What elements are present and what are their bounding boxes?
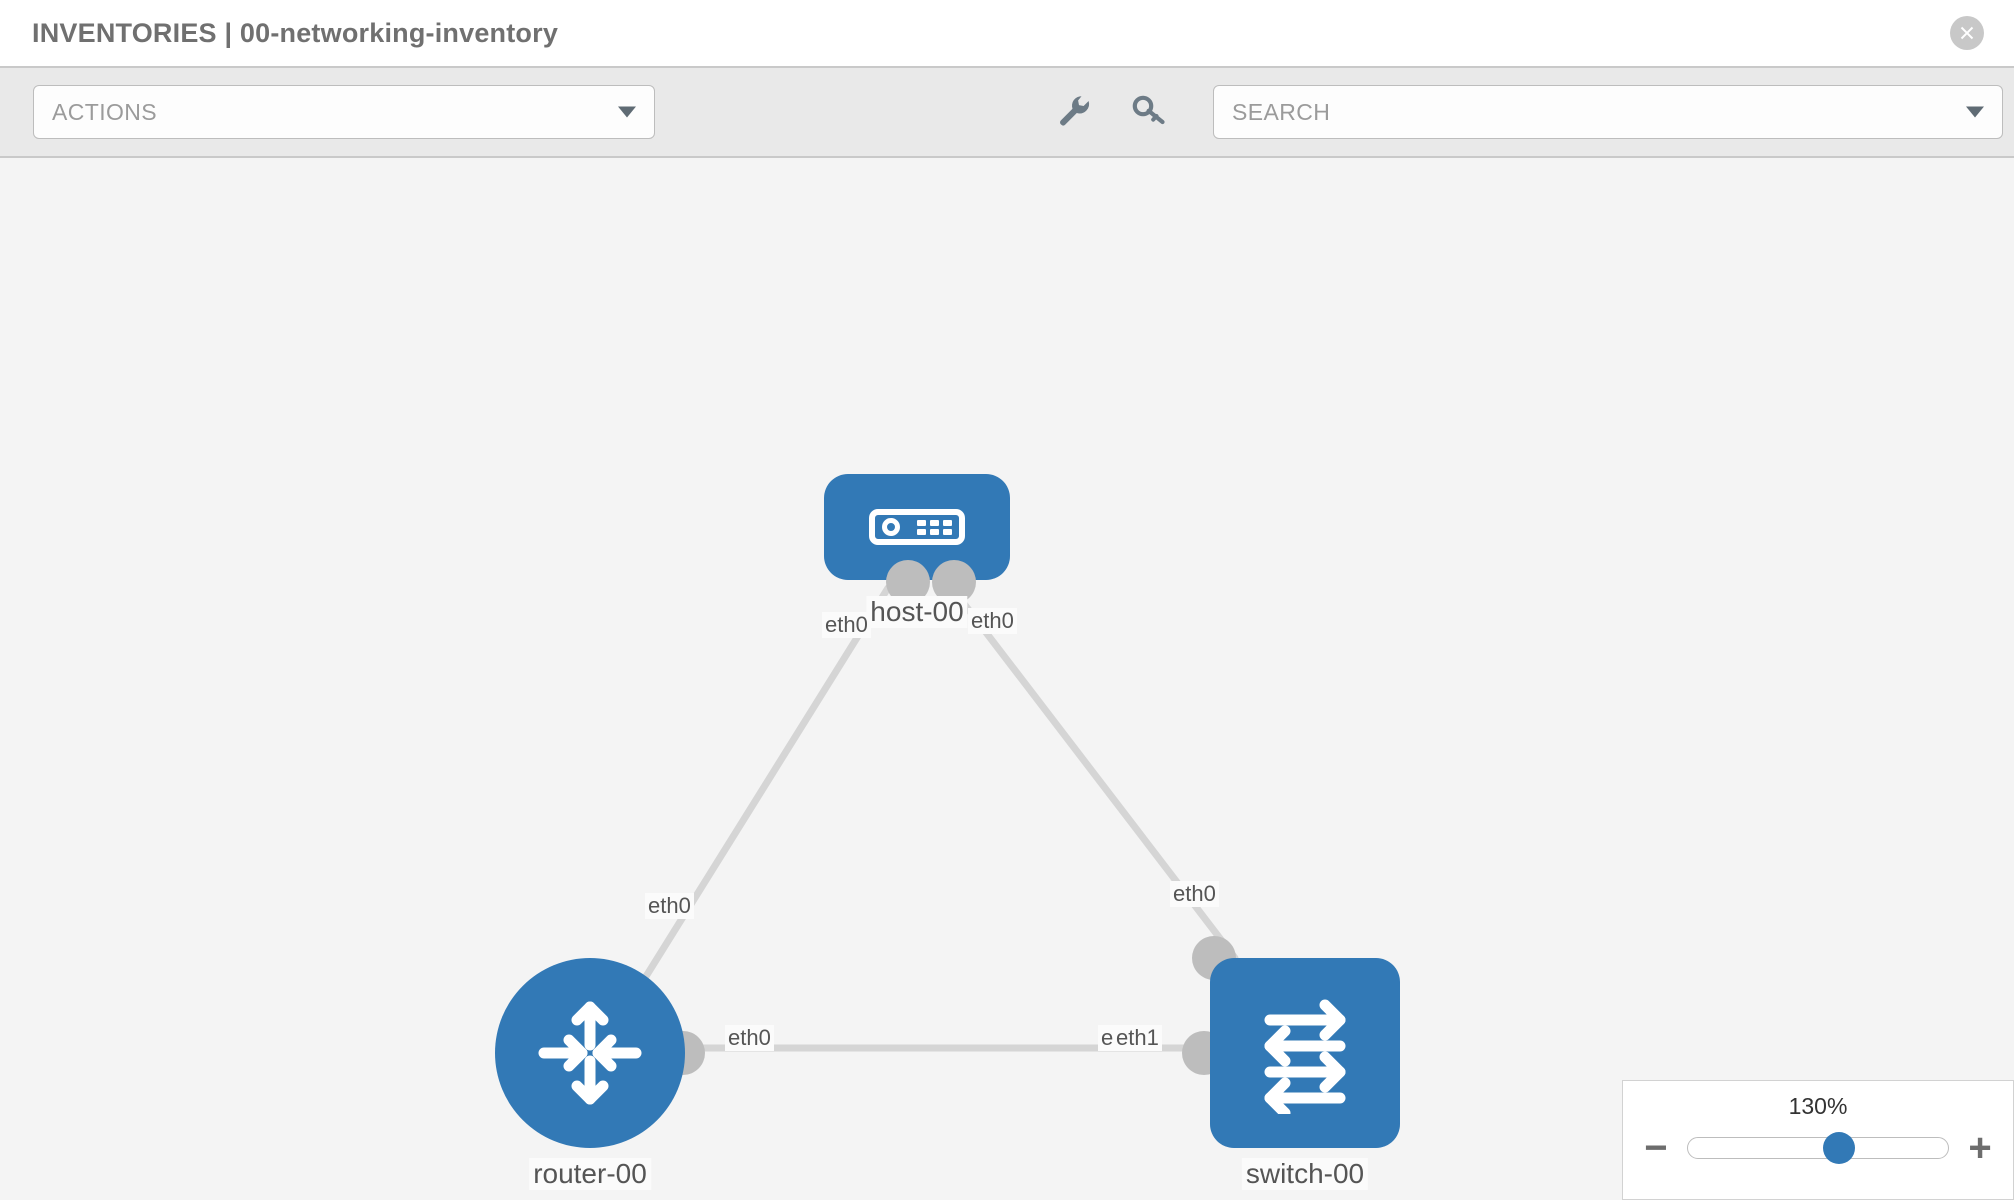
node-host-00[interactable]: host-00 [824, 474, 1010, 628]
router-node-shape[interactable] [495, 958, 685, 1148]
iface-label-router-right: eth0 [725, 1025, 774, 1051]
zoom-slider-row: − + [1623, 1128, 2013, 1168]
iface-label-host-right: eth0 [968, 608, 1017, 634]
title-bar: INVENTORIES | 00-networking-inventory [0, 0, 2014, 68]
toolbar: ACTIONS SEARCH [0, 68, 2014, 158]
zoom-in-button[interactable]: + [1968, 1126, 1992, 1170]
zoom-slider-track[interactable] [1687, 1132, 1949, 1164]
toolbar-icon-group [1055, 92, 1167, 133]
zoom-percent-label: 130% [1788, 1093, 1848, 1119]
iface-label-switch-up: eth0 [1170, 881, 1219, 907]
node-router-00[interactable]: router-00 [495, 958, 705, 1190]
server-icon [869, 509, 965, 545]
iface-label-router-up: eth0 [645, 893, 694, 919]
zoom-control: 130% − + [1622, 1080, 2014, 1200]
iface-label-switch-left: eth1 [1113, 1025, 1162, 1051]
actions-dropdown-label: ACTIONS [52, 98, 158, 125]
node-label-switch-00: switch-00 [1241, 1158, 1369, 1190]
node-switch-00[interactable]: switch-00 [1182, 936, 1400, 1190]
node-label-router-00: router-00 [529, 1158, 651, 1190]
chevron-down-icon [618, 106, 636, 118]
page-title: INVENTORIES | 00-networking-inventory [32, 17, 559, 48]
close-icon[interactable] [1950, 16, 1984, 50]
switch-arrows-icon [1264, 999, 1346, 1114]
topology-canvas[interactable]: host-00 [0, 158, 2014, 1200]
key-icon[interactable] [1131, 92, 1167, 133]
zoom-slider-thumb[interactable] [1822, 1132, 1855, 1164]
search-placeholder: SEARCH [1232, 98, 1331, 125]
zoom-out-button[interactable]: − [1644, 1126, 1668, 1170]
search-input[interactable]: SEARCH [1213, 85, 2003, 139]
topology-links [636, 584, 1239, 1052]
node-label-host-00: host-00 [866, 596, 968, 628]
iface-label-host-left: eth0 [822, 612, 871, 638]
router-arrows-icon [538, 1001, 642, 1105]
actions-dropdown[interactable]: ACTIONS [33, 85, 655, 139]
wrench-icon[interactable] [1055, 92, 1091, 133]
switch-node-shape[interactable] [1210, 958, 1400, 1148]
chevron-down-icon [1966, 106, 1984, 118]
